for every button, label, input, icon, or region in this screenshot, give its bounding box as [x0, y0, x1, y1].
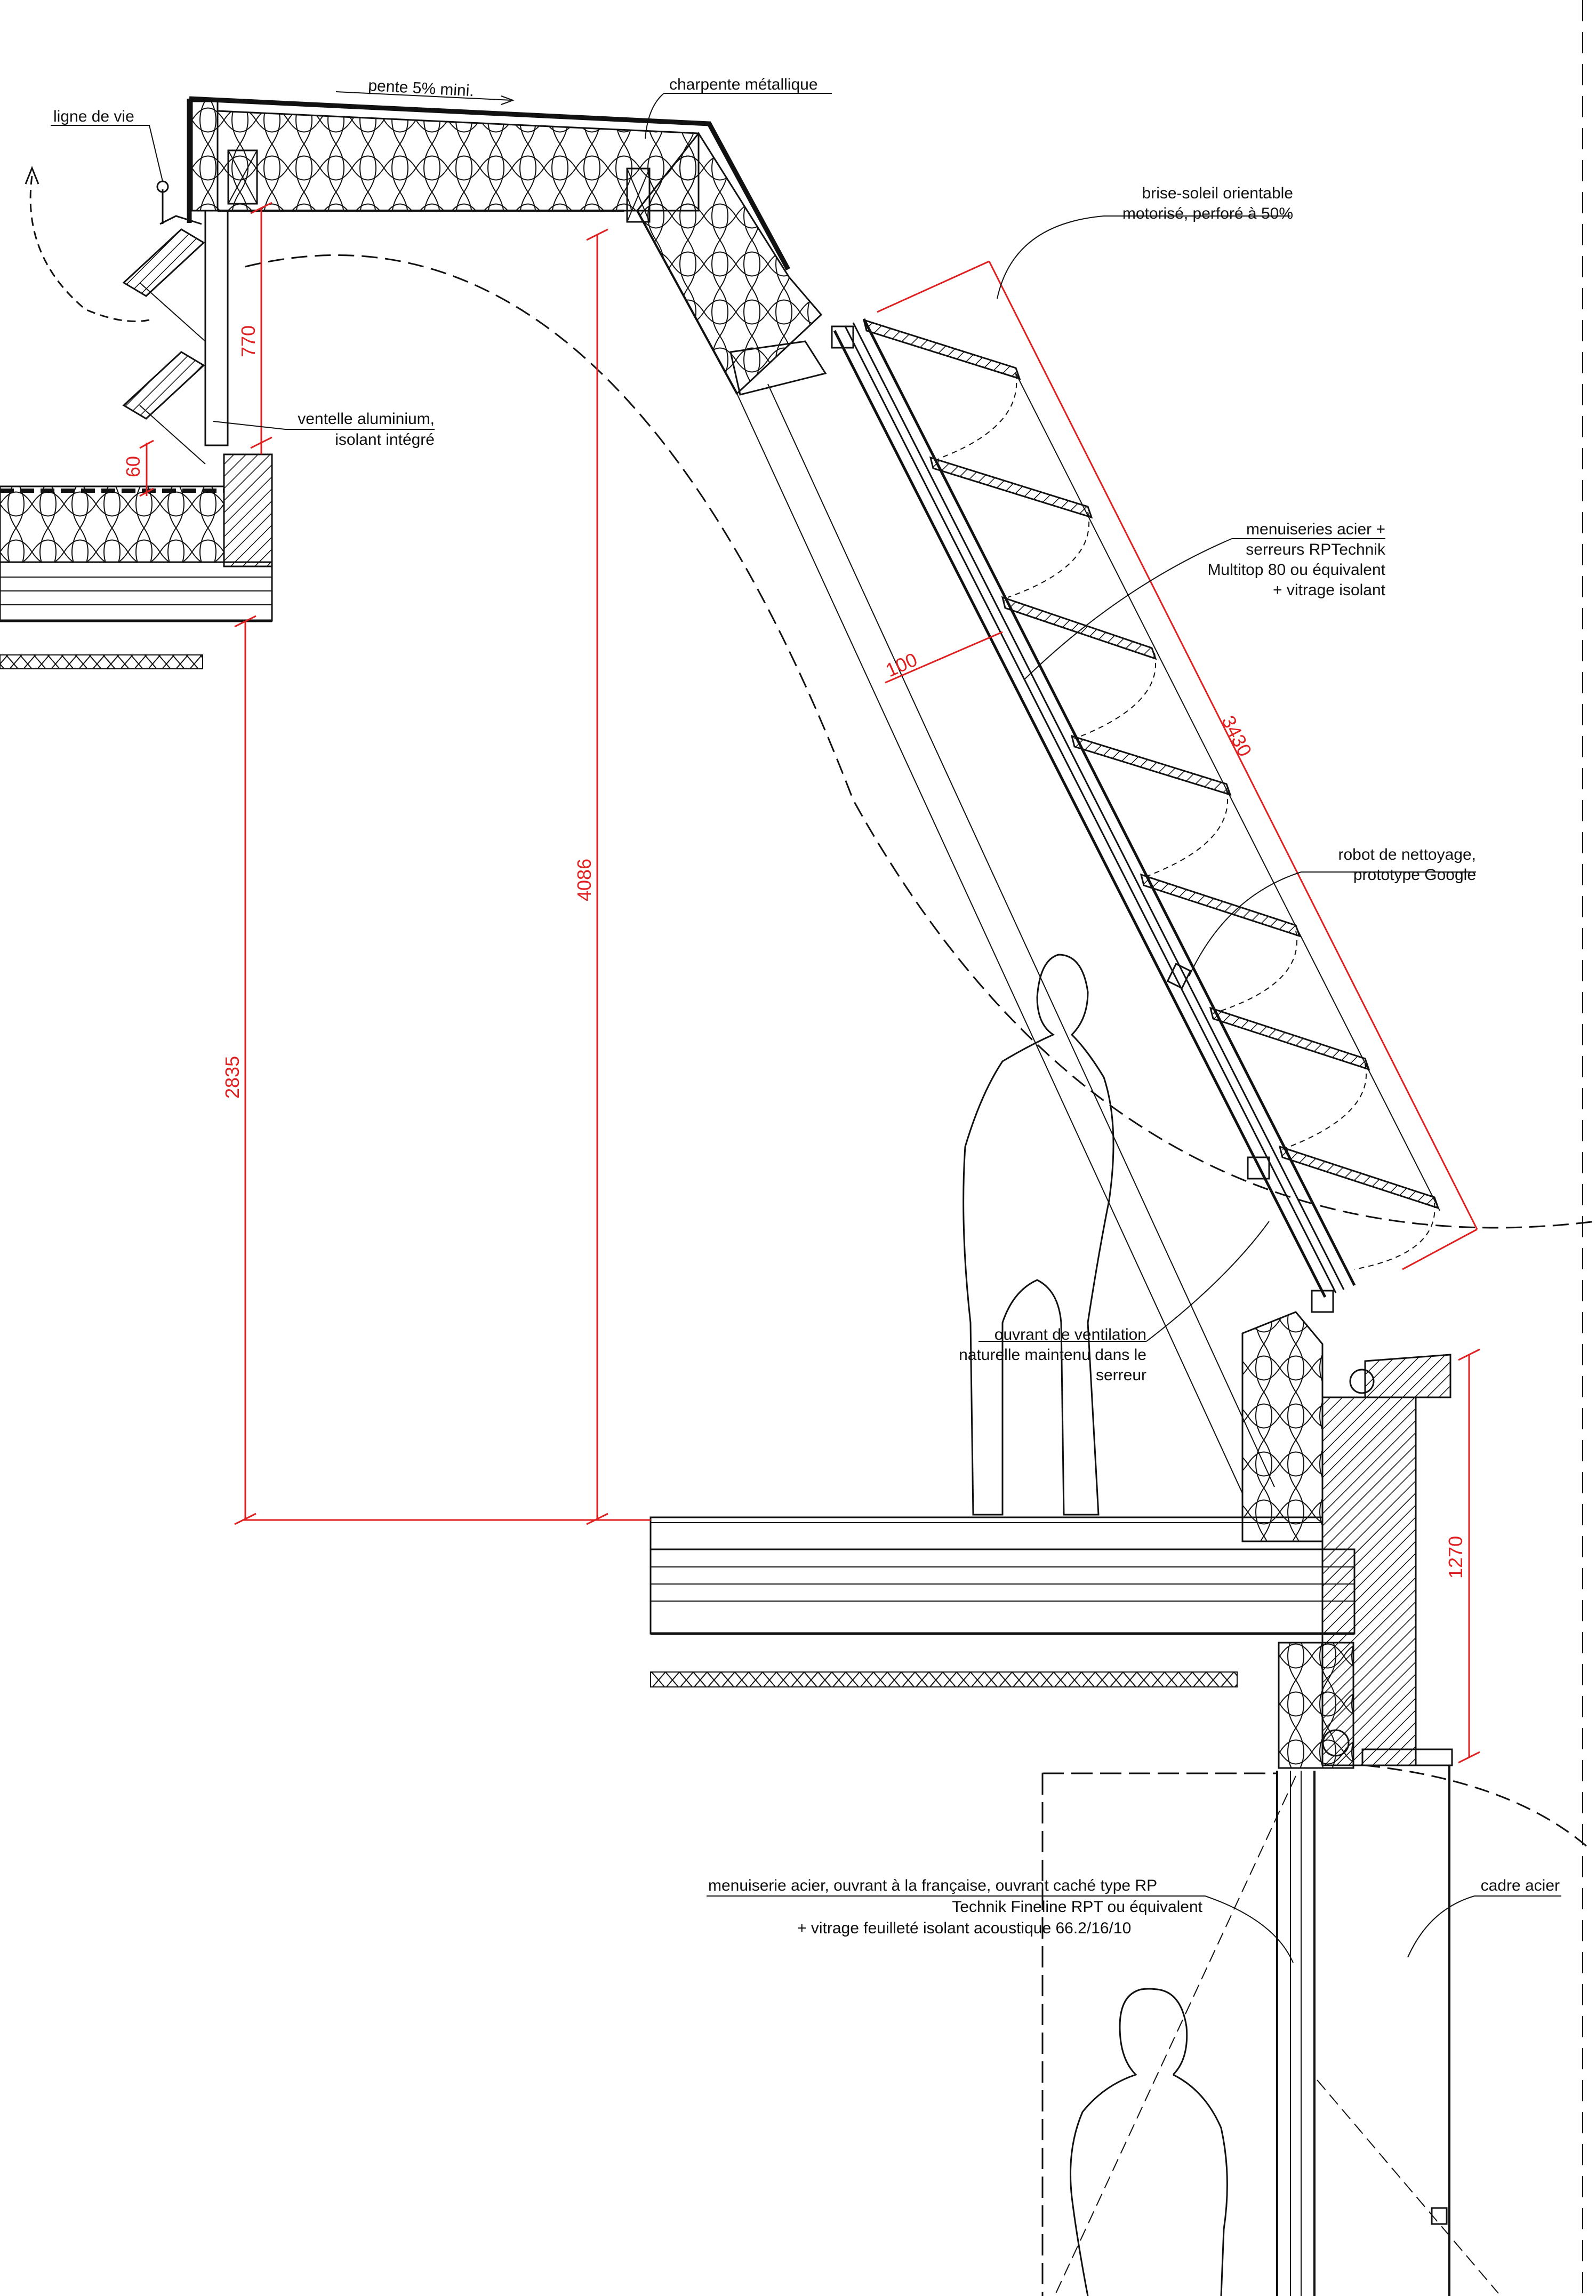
label-robot-2: prototype Google: [1353, 866, 1476, 884]
label-brise-soleil-1: brise-soleil orientable: [1142, 185, 1293, 202]
human-figure: [963, 954, 1114, 1516]
roof-structure: [187, 91, 827, 396]
human-figure-lower: [1070, 1988, 1228, 2296]
label-menuiseries-2: serreurs RPTechnik: [1246, 541, 1386, 558]
dim-1270: 1270: [1445, 1536, 1466, 1579]
opening-arc: [245, 254, 1596, 1229]
label-ouvrant-1: ouvrant de ventilation: [995, 1326, 1146, 1343]
label-menuiserie-fr-3: + vitrage feuilleté isolant acoustique 6…: [797, 1919, 1131, 1937]
label-ouvrant-3: serreur: [1096, 1366, 1146, 1384]
label-ventelle-1: ventelle aluminium,: [298, 410, 435, 428]
dimension-lines: [139, 202, 1480, 1764]
label-cadre: cadre acier: [1481, 1877, 1560, 1894]
dim-60: 60: [122, 456, 144, 477]
dim-100: 100: [883, 648, 921, 681]
ventelle-louvres: [25, 165, 229, 465]
label-ventelle-2: isolant intégré: [335, 431, 435, 449]
dim-3430: 3430: [1217, 712, 1256, 760]
dim-4086: 4086: [573, 859, 595, 901]
left-slab: [0, 453, 273, 669]
brise-soleil-blades: [862, 318, 1440, 1210]
lower-structure: [649, 1311, 1593, 2296]
label-menuiseries-4: + vitrage isolant: [1273, 581, 1386, 599]
label-menuiserie-fr-1: menuiserie acier, ouvrant à la française…: [708, 1877, 1157, 1894]
label-ouvrant-2: naturelle maintenu dans le: [959, 1346, 1146, 1364]
label-menuiserie-fr-2: Technik Fineline RPT ou équivalent: [952, 1898, 1202, 1916]
annotations: ligne de vie pente 5% mini. charpente mé…: [53, 76, 1560, 1937]
dim-770: 770: [237, 325, 259, 357]
leader-lines: [51, 93, 1561, 1963]
label-pente: pente 5% mini.: [368, 77, 475, 100]
label-charpente: charpente métallique: [669, 76, 818, 93]
label-ligne-de-vie: ligne de vie: [53, 108, 134, 125]
dim-2835: 2835: [221, 1056, 243, 1099]
label-menuiseries-1: menuiseries acier +: [1246, 521, 1385, 538]
sloped-glazing: [736, 318, 1440, 1494]
label-robot-1: robot de nettoyage,: [1338, 846, 1476, 863]
label-brise-soleil-2: motorisé, perforé à 50%: [1122, 205, 1293, 222]
label-menuiseries-3: Multitop 80 ou équivalent: [1207, 561, 1385, 579]
